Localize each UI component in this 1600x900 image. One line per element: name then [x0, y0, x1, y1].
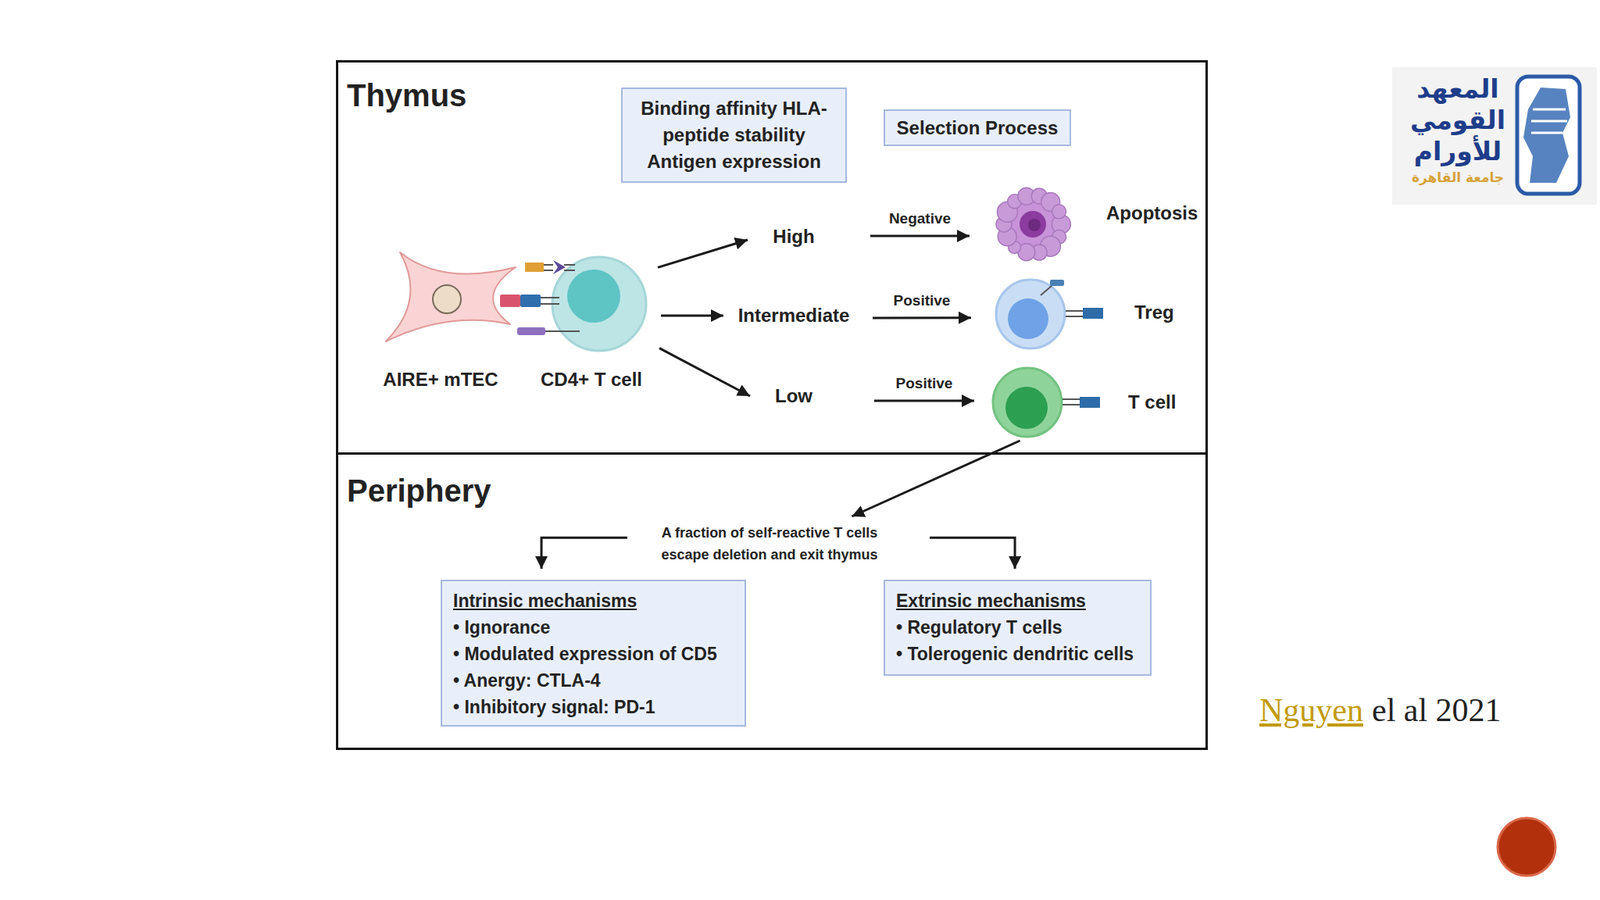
receptor-part: [525, 262, 544, 272]
arrow-connector: [874, 400, 975, 403]
cell-label: Treg: [1134, 300, 1175, 325]
mechanism-item: • Regulatory T cells: [896, 614, 1140, 641]
cell-nucleus: [1019, 210, 1047, 238]
cell-shape: [990, 182, 1075, 267]
citation: Nguyenel al 2021: [1259, 690, 1502, 730]
box-text: Selection Process: [896, 114, 1059, 142]
cd4-t-cell: CD4+ T cell: [550, 254, 649, 354]
affinity-level: Low: [775, 385, 813, 408]
criteria-box: Binding affinity HLA-peptide stability A…: [621, 87, 847, 183]
citation-year: el al 2021: [1371, 690, 1502, 730]
mechanism-heading: Intrinsic mechanisms: [453, 587, 734, 615]
panel-title: Periphery: [346, 471, 1206, 510]
process-box: Selection Process: [883, 109, 1072, 147]
cell-outline: [385, 252, 516, 342]
receptor-link: [564, 264, 575, 271]
receptor-part: [1082, 307, 1104, 319]
arrow-connector: [851, 440, 1020, 517]
cell-label: CD4+ T cell: [497, 367, 686, 392]
cell-nucleus: [432, 285, 461, 314]
logo-title: المعهد القومي للأورام: [1400, 73, 1516, 168]
arrow-connector: [659, 348, 750, 397]
cell-nucleus-core: [1028, 218, 1041, 232]
t-cell: T cell: [990, 365, 1065, 440]
receptor-link: [543, 264, 554, 271]
affinity-level: Intermediate: [731, 301, 857, 330]
receptor-link: [1062, 399, 1080, 405]
logo-background: [1392, 67, 1597, 205]
panel-frame: Periphery A fraction of self-reactive T c…: [335, 452, 1208, 750]
receptor-part: [517, 327, 546, 336]
logo-text: المعهد القومي للأورامجامعة القاهرة: [1400, 73, 1516, 188]
receptor-part: [1079, 396, 1100, 408]
panel-frame: ThymusBinding affinity HLA-peptide stabi…: [335, 60, 1208, 455]
receptor-link: [1065, 310, 1083, 317]
mechanism-item: • Inhibitory signal: PD-1: [453, 693, 734, 721]
logo-subtitle: جامعة القاهرة: [1400, 167, 1516, 188]
cell-nucleus: [1007, 298, 1049, 340]
logo-emblem-figure: [1523, 87, 1571, 183]
escape-note: A fraction of self-reactive T cells esca…: [636, 521, 903, 566]
edge-label: Negative: [889, 210, 951, 228]
mtec-cell: AIRE+ mTEC: [381, 248, 518, 355]
cell-nucleus: [1005, 386, 1048, 429]
escape-note: A fraction of self-reactive T cells esca…: [636, 521, 903, 566]
arrow-connector: [870, 234, 970, 237]
cell-outline: [552, 257, 647, 351]
logo-emblem-stripes: [1531, 109, 1568, 133]
receptor-part: [520, 294, 541, 308]
logo-emblem: [1517, 76, 1580, 194]
cell-label: AIRE+ mTEC: [346, 367, 535, 392]
cell-shape: [550, 254, 649, 354]
affinity-level: High: [772, 225, 815, 248]
cell-nucleus: [567, 269, 621, 323]
cell-shape: [993, 277, 1068, 351]
mechanism-heading: Extrinsic mechanisms: [896, 587, 1140, 615]
receptor-link: [540, 297, 560, 304]
cell-outline: [996, 279, 1065, 349]
arrow-connector: [872, 316, 972, 319]
affinity-level: Intermediate: [738, 304, 850, 327]
receptor-part: [500, 294, 521, 308]
edge-label: Positive: [896, 375, 954, 393]
receptor-part: [1050, 279, 1065, 286]
cell-shape: [381, 248, 518, 355]
apoptotic-cell: Apoptosis: [990, 182, 1075, 267]
receptor-link: [545, 330, 580, 333]
cell-outline: [992, 367, 1062, 437]
arrow-connector: [541, 537, 628, 569]
treg-cell: Treg: [993, 277, 1068, 351]
mechanism-item: • Anergy: CTLA-4: [453, 667, 734, 694]
affinity-level: High: [754, 222, 833, 251]
slide-badge: [1497, 817, 1556, 876]
mechanism-box: Extrinsic mechanisms• Regulatory T cells…: [883, 579, 1152, 676]
mechanism-item: • Modulated expression of CD5: [453, 640, 734, 668]
affinity-level: Low: [762, 382, 825, 411]
mechanism-item: • Tolerogenic dendritic cells: [896, 640, 1140, 668]
arrow-connector: [657, 239, 748, 268]
cell-shape: [990, 365, 1065, 440]
arrow-connector: [660, 314, 724, 318]
mechanism-box: Intrinsic mechanisms• Ignorance• Modulat…: [440, 579, 747, 727]
receptor-part: [553, 260, 566, 275]
mechanism-item: • Ignorance: [453, 614, 734, 641]
cell-label: Apoptosis: [1106, 201, 1198, 225]
arrow-connector: [929, 537, 1015, 569]
cell-label: T cell: [1128, 390, 1176, 415]
receptor-link: [1040, 285, 1052, 296]
box-text: Binding affinity HLA-peptide stability A…: [630, 95, 838, 175]
cell-bleb: [1052, 204, 1067, 219]
edge-label: Positive: [893, 292, 951, 310]
citation-author: Nguyen: [1259, 690, 1364, 730]
